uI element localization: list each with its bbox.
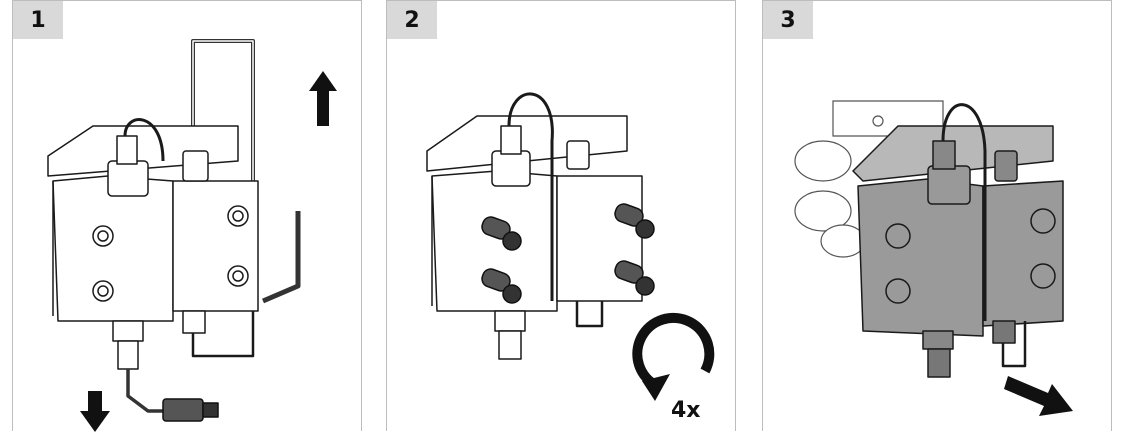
pump-head-illustration-3 — [794, 100, 1073, 416]
rotate-counterclockwise-icon — [632, 312, 715, 401]
step-number-badge: 2 — [387, 1, 437, 39]
step-number-badge: 1 — [13, 1, 63, 39]
step-panel-2: 2 — [386, 0, 736, 431]
step-number-badge: 3 — [763, 1, 813, 39]
pump-head-illustration-1 — [47, 39, 337, 432]
rotation-count-label: 4x — [671, 398, 701, 423]
pump-head-illustration-2: 4x — [426, 92, 715, 423]
arrow-up-icon — [309, 71, 337, 126]
step-panel-1: 1 — [12, 0, 362, 432]
arrow-down-right-icon — [1004, 376, 1073, 416]
arrow-down-icon — [80, 391, 110, 432]
step-panel-3: 3 — [762, 0, 1112, 431]
